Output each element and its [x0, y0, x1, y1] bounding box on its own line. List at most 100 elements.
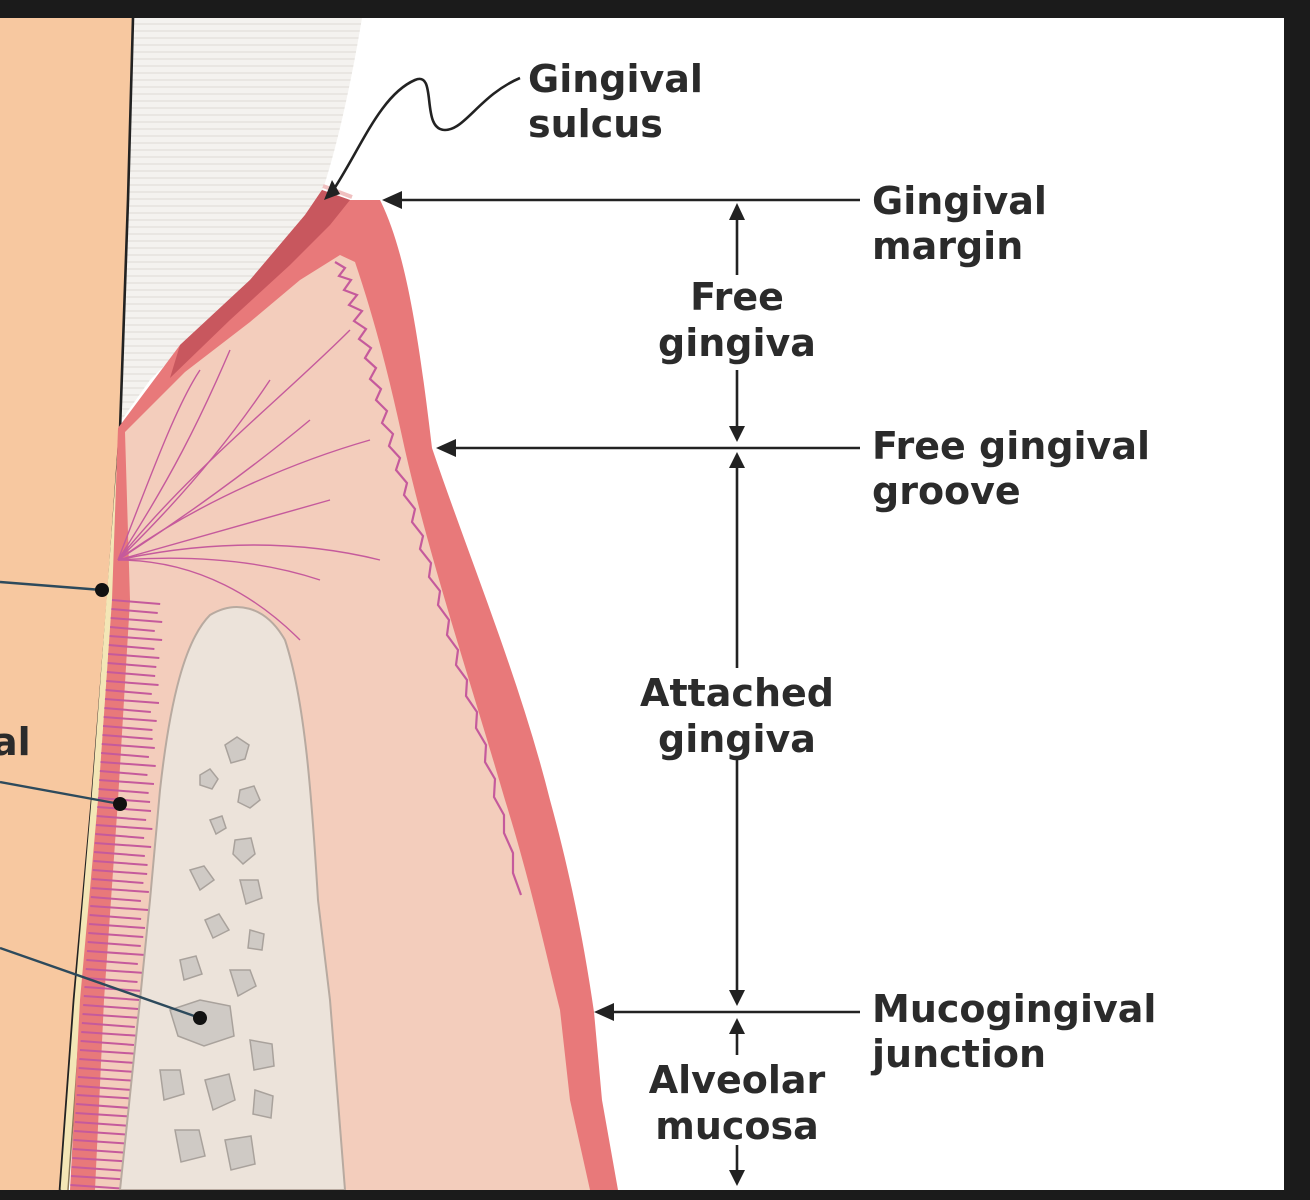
pdl-fiber — [91, 887, 149, 893]
pdl-fiber — [109, 635, 163, 641]
svg-text:junction: junction — [870, 1032, 1046, 1076]
pdl-fiber — [110, 617, 163, 623]
label-mucogingival-junction: Mucogingival junction — [870, 987, 1156, 1076]
label-gingival-sulcus: Gingival sulcus — [528, 57, 703, 146]
pdl-fiber — [77, 1085, 133, 1091]
svg-text:Gingival: Gingival — [872, 179, 1047, 223]
pdl-fiber — [74, 1121, 132, 1127]
pdl-fiber — [84, 986, 143, 992]
svg-text:gingiva: gingiva — [658, 321, 816, 365]
svg-text:Mucogingival: Mucogingival — [872, 987, 1156, 1031]
pdl-fiber — [99, 770, 148, 776]
left-leaders — [0, 580, 207, 1025]
sulcus-arrowhead — [324, 180, 340, 200]
label-alveolar-mucosa: Alveolar mucosa — [649, 1058, 826, 1148]
bone-marrow-spaces — [159, 736, 275, 1171]
pdl-fiber — [88, 932, 144, 938]
svg-text:Alveolar: Alveolar — [649, 1058, 826, 1102]
pdl-fiber — [107, 662, 157, 668]
pdl-fiber — [93, 860, 148, 866]
svg-text:mucosa: mucosa — [655, 1104, 819, 1148]
label-gingival-margin: Gingival margin — [872, 179, 1047, 268]
svg-text:gingiva: gingiva — [658, 717, 816, 761]
pdl-fiber — [78, 1067, 136, 1073]
svg-text:Free gingival: Free gingival — [872, 424, 1150, 468]
pdl-fiber — [105, 689, 152, 695]
label-free-gingival-groove: Free gingival groove — [872, 424, 1150, 513]
pdl-fiber — [96, 815, 147, 821]
pdl-fiber — [79, 1049, 140, 1055]
sulcular-epithelium — [170, 190, 350, 378]
enamel-striations — [118, 18, 362, 425]
pdl-fiber — [111, 599, 161, 605]
pdl-fiber — [85, 977, 138, 983]
pdl-fiber — [92, 869, 148, 875]
pdl-fiber — [76, 1103, 131, 1109]
mgj-arrowhead — [594, 1003, 614, 1021]
pdl-fiber — [80, 1040, 135, 1046]
sulcus-leader — [330, 76, 521, 193]
pdl-fiber — [90, 896, 141, 902]
pdl-fiber — [70, 1184, 129, 1190]
pdl-fiber — [81, 1031, 143, 1037]
alveolar-bone — [118, 606, 347, 1190]
pdl-fiber — [106, 671, 156, 677]
pdl-fiber — [99, 779, 155, 785]
pdl-fiber — [108, 653, 160, 659]
pdl-fiber — [71, 1166, 128, 1172]
pdl-fiber — [93, 851, 145, 857]
pdl-fiber — [86, 959, 138, 965]
pdl-fiber — [72, 1148, 130, 1154]
pdl-fiber — [95, 833, 145, 839]
pdl-fiber — [94, 842, 152, 848]
pdl-fiber — [76, 1094, 139, 1100]
pdl-fiber — [102, 725, 153, 731]
pdl-fiber — [88, 923, 146, 929]
pdl-fiber — [108, 644, 155, 650]
pdl-fiber — [83, 995, 140, 1001]
svg-text:sulcus: sulcus — [528, 102, 663, 146]
label-cropped-left: al — [0, 720, 31, 764]
pdl-fiber — [111, 608, 158, 614]
svg-text:margin: margin — [872, 224, 1023, 268]
pdl-fiber — [87, 941, 141, 947]
label-free-gingiva: Free gingiva — [658, 275, 816, 365]
pdl-fiber — [90, 905, 149, 911]
pdl-fiber — [75, 1112, 138, 1118]
pdl-fiber — [83, 1004, 139, 1010]
pdl-fiber — [101, 752, 149, 758]
svg-text:Attached: Attached — [640, 671, 834, 715]
pdl-fiber — [92, 878, 144, 884]
pdl-fiber — [89, 914, 142, 920]
groove-arrowhead — [436, 439, 456, 457]
pdl-fiber — [82, 1013, 142, 1019]
periodontal-ligament — [70, 599, 163, 1190]
pdl-fiber — [86, 950, 146, 956]
svg-text:groove: groove — [872, 469, 1021, 513]
pdl-fiber — [98, 788, 149, 794]
pdl-fiber — [74, 1130, 134, 1136]
pdl-fiber — [100, 761, 156, 767]
label-attached-gingiva: Attached gingiva — [640, 671, 834, 761]
pdl-fiber — [95, 824, 153, 830]
pdl-fiber — [104, 707, 151, 713]
pdl-fiber — [104, 698, 160, 704]
margin-arrowhead — [382, 191, 402, 209]
pdl-fiber — [102, 734, 153, 740]
gingival-fiber-bundle — [117, 329, 381, 641]
svg-text:Gingival: Gingival — [528, 57, 703, 101]
pdl-fiber — [103, 716, 157, 722]
pdl-fiber — [101, 743, 155, 749]
pdl-fiber — [81, 1022, 135, 1028]
pdl-fiber — [77, 1076, 138, 1082]
pdl-fiber — [85, 968, 146, 974]
dimension-lines — [729, 203, 745, 1186]
pdl-fiber — [106, 680, 159, 686]
pdl-fiber — [109, 626, 155, 632]
pdl-fiber — [79, 1058, 136, 1064]
tooth-root — [0, 18, 133, 1190]
svg-text:Free: Free — [690, 275, 784, 319]
rete-pegs — [334, 261, 523, 896]
